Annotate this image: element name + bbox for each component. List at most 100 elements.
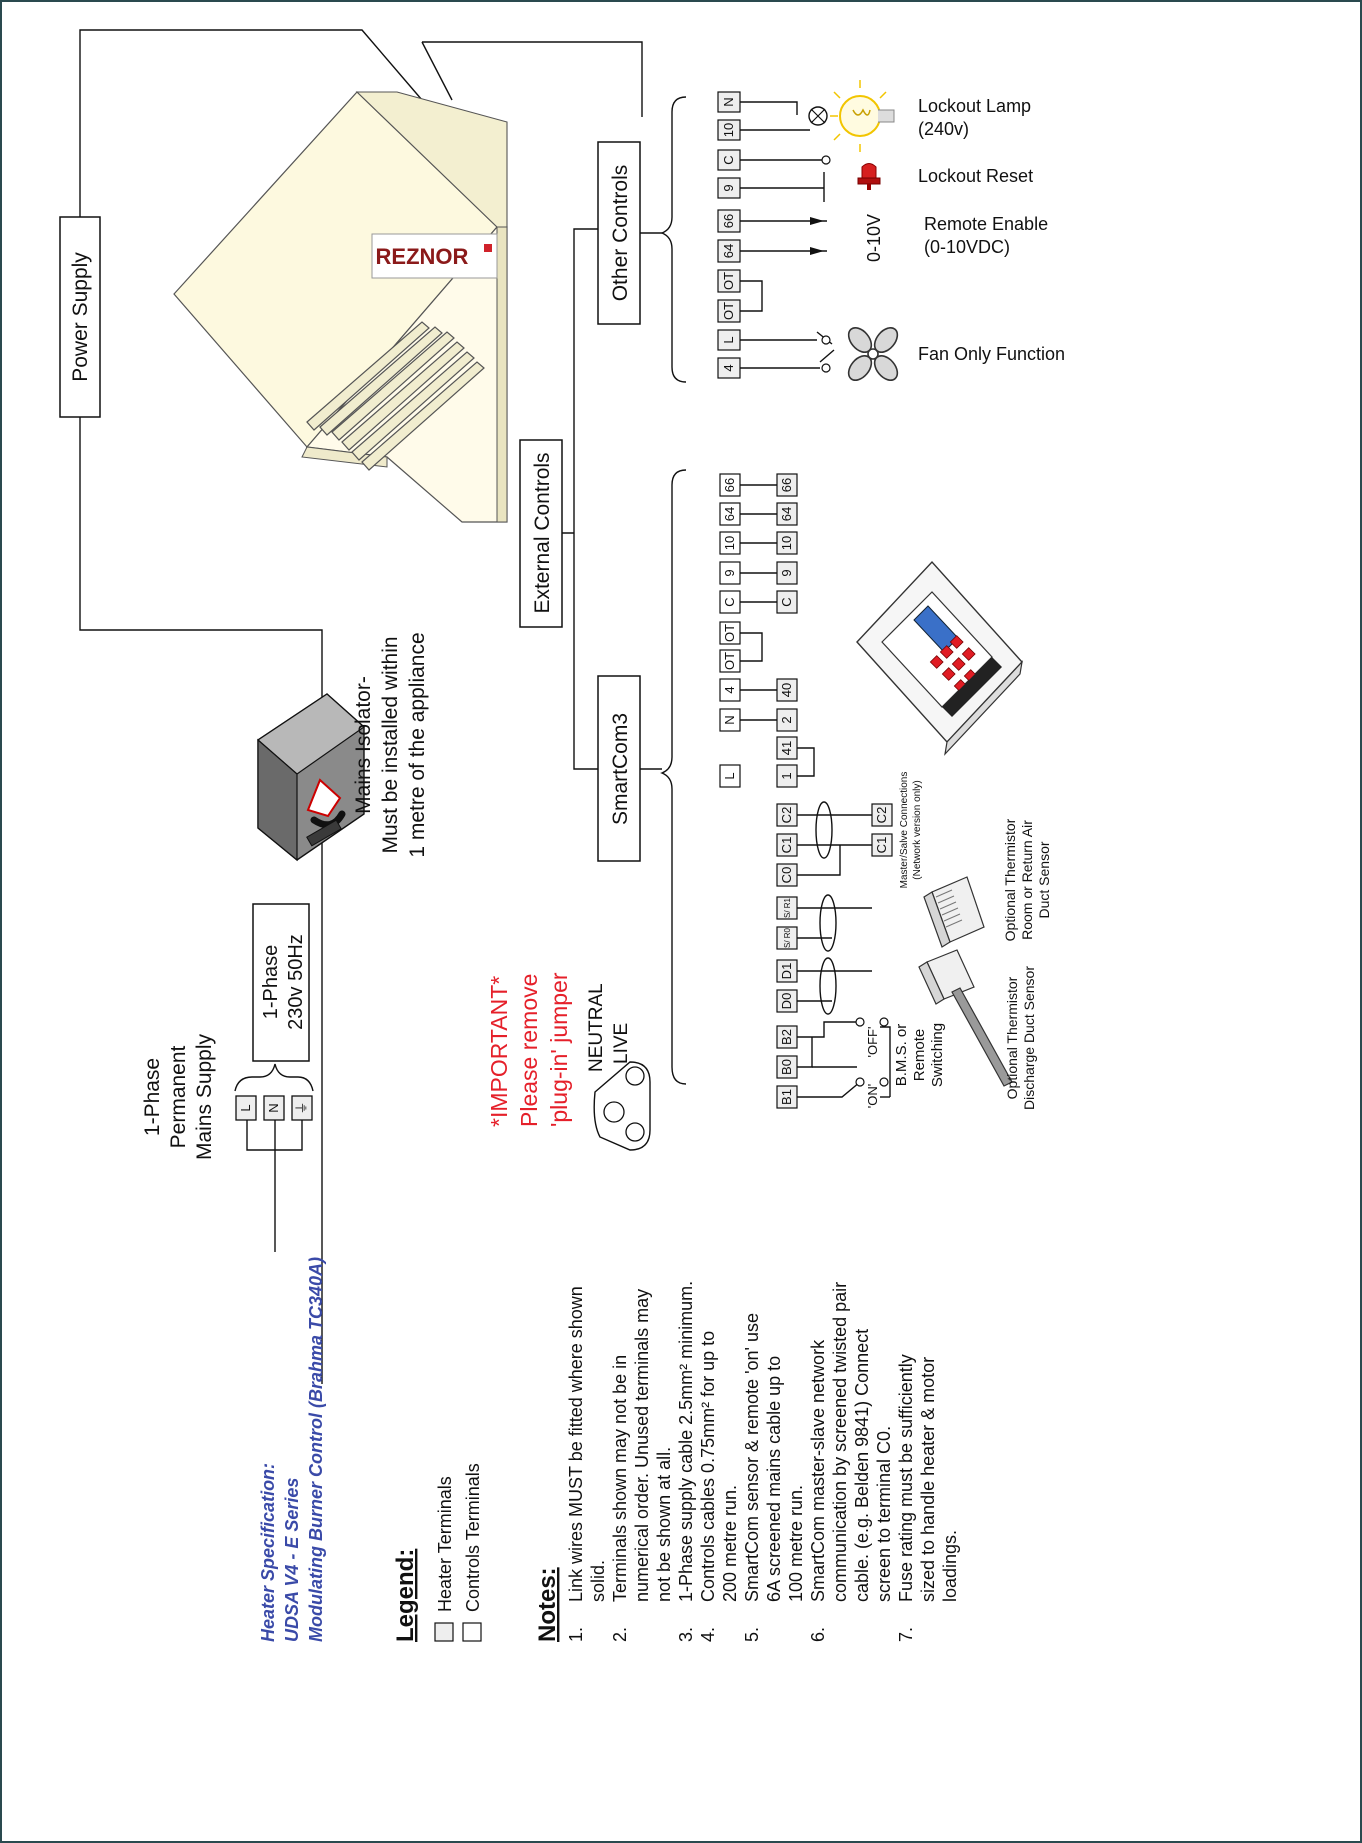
isolator-label-3: 1 metre of the appliance bbox=[406, 632, 429, 857]
master-slave-label-1: Master/Salve Connections bbox=[899, 772, 910, 889]
note-line: 100 metre run. bbox=[786, 1485, 806, 1602]
note-number: 7. bbox=[896, 1627, 916, 1642]
mains-terminal-l bbox=[235, 1095, 257, 1121]
arrow-64 bbox=[810, 247, 824, 255]
reznor-badge bbox=[371, 233, 498, 279]
svg-text:L: L bbox=[721, 336, 736, 343]
power-supply-label: Power Supply bbox=[69, 252, 92, 382]
svg-text:B0: B0 bbox=[779, 1059, 794, 1075]
note-line: 6A screened mains cable up to bbox=[764, 1356, 784, 1602]
external-controls-branch bbox=[562, 228, 600, 770]
master-slave-screen bbox=[815, 801, 833, 859]
remote-enable-label-2: (0-10VDC) bbox=[924, 237, 1010, 257]
heater-feed-wire-2 bbox=[421, 41, 453, 101]
svg-text:N: N bbox=[721, 97, 736, 106]
note-number: 4. bbox=[698, 1627, 718, 1642]
svg-text:10: 10 bbox=[722, 536, 737, 550]
isolator-label-2: Must be installed within bbox=[379, 636, 402, 853]
note-line: SmartCom master-slave network bbox=[808, 1339, 828, 1602]
svg-text:⏚: ⏚ bbox=[294, 1101, 309, 1114]
svg-text:C: C bbox=[779, 597, 794, 606]
svg-text:9: 9 bbox=[722, 569, 737, 576]
switch-on-label: 'ON' bbox=[865, 1084, 880, 1108]
phase-box bbox=[252, 903, 310, 1062]
heater-unit: REZNOR bbox=[173, 91, 508, 523]
note-line: numerical order. Unused terminals may bbox=[632, 1289, 652, 1602]
svg-text:10: 10 bbox=[721, 123, 736, 137]
important-label-1: *IMPORTANT* bbox=[486, 976, 512, 1127]
discharge-sensor-label-2: Discharge Duct Sensor bbox=[1021, 966, 1037, 1110]
external-controls-box bbox=[519, 439, 563, 628]
svg-text:OT: OT bbox=[722, 652, 737, 670]
svg-text:C2: C2 bbox=[779, 807, 794, 824]
svg-text:L: L bbox=[238, 1104, 253, 1111]
mains-supply-label-1: 1-Phase bbox=[141, 1058, 164, 1136]
note-line: 1-Phase supply cable 2.5mm² minimum. bbox=[676, 1281, 696, 1602]
note-line: Terminals shown may not be in bbox=[610, 1355, 630, 1602]
svg-text:D1: D1 bbox=[779, 963, 794, 980]
svg-text:N: N bbox=[722, 715, 737, 724]
room-sensor-label-3: Duct Sensor bbox=[1036, 841, 1052, 918]
reznor-logo: REZNOR bbox=[376, 244, 469, 269]
lockout-reset-icon bbox=[857, 163, 881, 190]
isolator-label-1: Mains Isolator- bbox=[352, 676, 375, 814]
plug-in-jumper-icon bbox=[593, 1061, 651, 1151]
note-line: 200 metre run. bbox=[720, 1485, 740, 1602]
note-line: communication by screened twisted pair bbox=[830, 1282, 850, 1602]
legend-controls-swatch bbox=[462, 1622, 482, 1642]
lockout-reset-label: Lockout Reset bbox=[918, 166, 1033, 186]
reznor-badge-dot bbox=[484, 244, 492, 252]
other-controls-brace bbox=[660, 96, 687, 383]
bms-label-1: B.M.S. or bbox=[893, 1024, 910, 1087]
note-line: SmartCom sensor & remote 'on' use bbox=[742, 1313, 762, 1602]
svg-text:40: 40 bbox=[779, 683, 794, 697]
svg-text:66: 66 bbox=[721, 214, 736, 228]
svg-text:4: 4 bbox=[721, 364, 736, 371]
svg-text:1: 1 bbox=[779, 772, 794, 779]
lockout-lamp-icon bbox=[830, 80, 895, 152]
svg-text:66: 66 bbox=[722, 478, 737, 492]
note-number: 1. bbox=[566, 1627, 586, 1642]
legend-heater-swatch bbox=[434, 1622, 454, 1642]
svg-text:C: C bbox=[722, 597, 737, 606]
note-number: 5. bbox=[742, 1627, 762, 1642]
arrow-66 bbox=[810, 217, 824, 225]
svg-text:64: 64 bbox=[779, 507, 794, 521]
mains-terminal-n bbox=[263, 1095, 285, 1121]
note-line: cable. (e.g. Belden 9841) Connect bbox=[852, 1329, 872, 1602]
note-line: Fuse rating must be sufficiently bbox=[896, 1354, 916, 1602]
note-line: not be shown at all. bbox=[654, 1447, 674, 1602]
mains-isolator bbox=[257, 693, 365, 862]
external-controls-label: External Controls bbox=[531, 452, 554, 613]
neutral-label: NEUTRAL bbox=[586, 983, 607, 1072]
heater-feed-wire-3 bbox=[422, 41, 643, 117]
other-controls-label: Other Controls bbox=[609, 165, 632, 302]
discharge-sensor-screen bbox=[819, 957, 837, 1015]
smartcom-controller-icon bbox=[856, 560, 1023, 756]
svg-text:S/ R1: S/ R1 bbox=[783, 897, 792, 918]
phase-label-2: 230v 50Hz bbox=[285, 934, 307, 1030]
svg-text:B2: B2 bbox=[779, 1029, 794, 1045]
note-number: 2. bbox=[610, 1627, 630, 1642]
smartcom3-label: SmartCom3 bbox=[609, 713, 632, 825]
svg-text:D0: D0 bbox=[779, 993, 794, 1010]
smartcom-top-terminals: L N 4 OT OT C 9 10 64 66 bbox=[719, 473, 741, 788]
sc-terminal-l bbox=[719, 764, 741, 788]
svg-text:C0: C0 bbox=[779, 867, 794, 884]
master-slave-label-2: (Network version only) bbox=[912, 780, 923, 879]
fan-only-label: Fan Only Function bbox=[918, 344, 1065, 364]
live-label: LIVE bbox=[611, 1023, 632, 1064]
svg-text:9: 9 bbox=[721, 184, 736, 191]
smartcom-wiring bbox=[740, 484, 891, 1098]
other-controls-box bbox=[597, 141, 641, 325]
svg-text:9: 9 bbox=[779, 569, 794, 576]
low-terminal-c1 bbox=[871, 833, 893, 857]
svg-text:4: 4 bbox=[722, 686, 737, 693]
note-line: solid. bbox=[588, 1560, 608, 1602]
warning-triangle-icon bbox=[306, 778, 342, 818]
voltage-label: 0-10V bbox=[864, 214, 884, 262]
smartcom-heater-terminals: B1 B0 B2 D0 D1 S/ R0 S/ R1 C0 C1 C2 1 41… bbox=[776, 473, 798, 1109]
svg-text:B1: B1 bbox=[779, 1089, 794, 1105]
heater-louvres bbox=[306, 321, 485, 471]
